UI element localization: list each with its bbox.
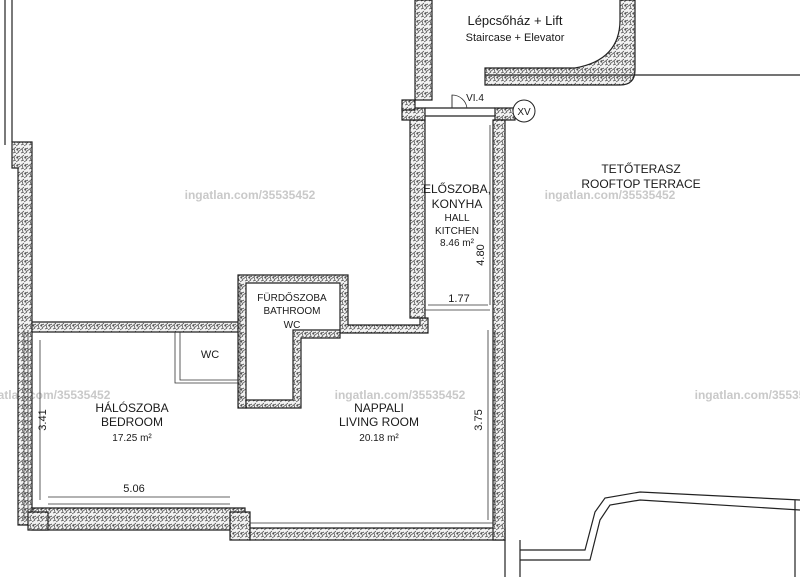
bathroom-extra: WC [284, 320, 301, 331]
marker-circle [512, 99, 536, 123]
hall-label: ELŐSZOBA, KONYHA HALL KITCHEN 8.46 m² [423, 181, 491, 249]
watermark-1: ingatlan.com/35535452 [185, 188, 316, 202]
watermark-4: ingatlan.com/35535452 [335, 388, 466, 402]
left-wall [4, 0, 33, 526]
staircase-name-hu: Lépcsőház + Lift [467, 13, 562, 28]
watermark-5: ingatlan.com/35535452 [695, 388, 800, 402]
bathroom-label: FÜRDŐSZOBA BATHROOM WC [257, 290, 327, 331]
hall-name-hu-2: KONYHA [432, 197, 483, 211]
hall-name-en-1: HALL [444, 213, 469, 224]
marker-circle-label: XV [517, 107, 531, 118]
bathroom-name-en: BATHROOM [263, 306, 320, 317]
dim-hall-height: 4.80 [475, 244, 487, 265]
dim-bedroom-width: 5.06 [123, 483, 144, 495]
bathroom-name-hu: FÜRDŐSZOBA [257, 290, 327, 304]
living-label: NAPPALI LIVING ROOM 20.18 m² [339, 401, 419, 444]
hall-walls [401, 94, 516, 541]
bedroom-area: 17.25 m² [112, 433, 152, 444]
terrace-outline [504, 491, 800, 577]
bedroom-label: HÁLÓSZOBA BEDROOM 17.25 m² [95, 400, 168, 444]
hall-name-en-2: KITCHEN [435, 226, 479, 237]
hall-name-hu-1: ELŐSZOBA, [423, 181, 491, 196]
wc-label: WC [201, 349, 219, 361]
living-name-en: LIVING ROOM [339, 415, 419, 429]
staircase-walls [401, 0, 800, 111]
living-name-hu: NAPPALI [354, 401, 404, 415]
dim-hall-width: 1.77 [448, 293, 469, 305]
terrace-label: TETŐTERASZ ROOFTOP TERRACE [581, 161, 700, 191]
door-label: VI.4 [466, 93, 484, 104]
hall-area: 8.46 m² [440, 238, 475, 249]
watermark-2: ingatlan.com/35535452 [545, 188, 676, 202]
watermark-3: ingatlan.com/35535452 [0, 388, 111, 402]
staircase-name-en: Staircase + Elevator [466, 32, 565, 44]
bathroom-walls [174, 274, 429, 409]
bedroom-top-wall [31, 321, 246, 333]
bedroom-name-en: BEDROOM [101, 415, 163, 429]
bottom-wall [27, 503, 506, 541]
terrace-name-hu: TETŐTERASZ [601, 161, 680, 176]
living-area: 20.18 m² [359, 433, 399, 444]
watermarks: ingatlan.com/35535452 ingatlan.com/35535… [0, 188, 800, 402]
bedroom-name-hu: HÁLÓSZOBA [95, 400, 168, 415]
dim-bedroom-height: 3.41 [37, 409, 49, 430]
staircase-label: Lépcsőház + Lift Staircase + Elevator [466, 13, 565, 44]
dim-living-height: 3.75 [473, 409, 485, 430]
terrace-name-en: ROOFTOP TERRACE [581, 177, 700, 191]
dimension-lines [39, 125, 491, 520]
